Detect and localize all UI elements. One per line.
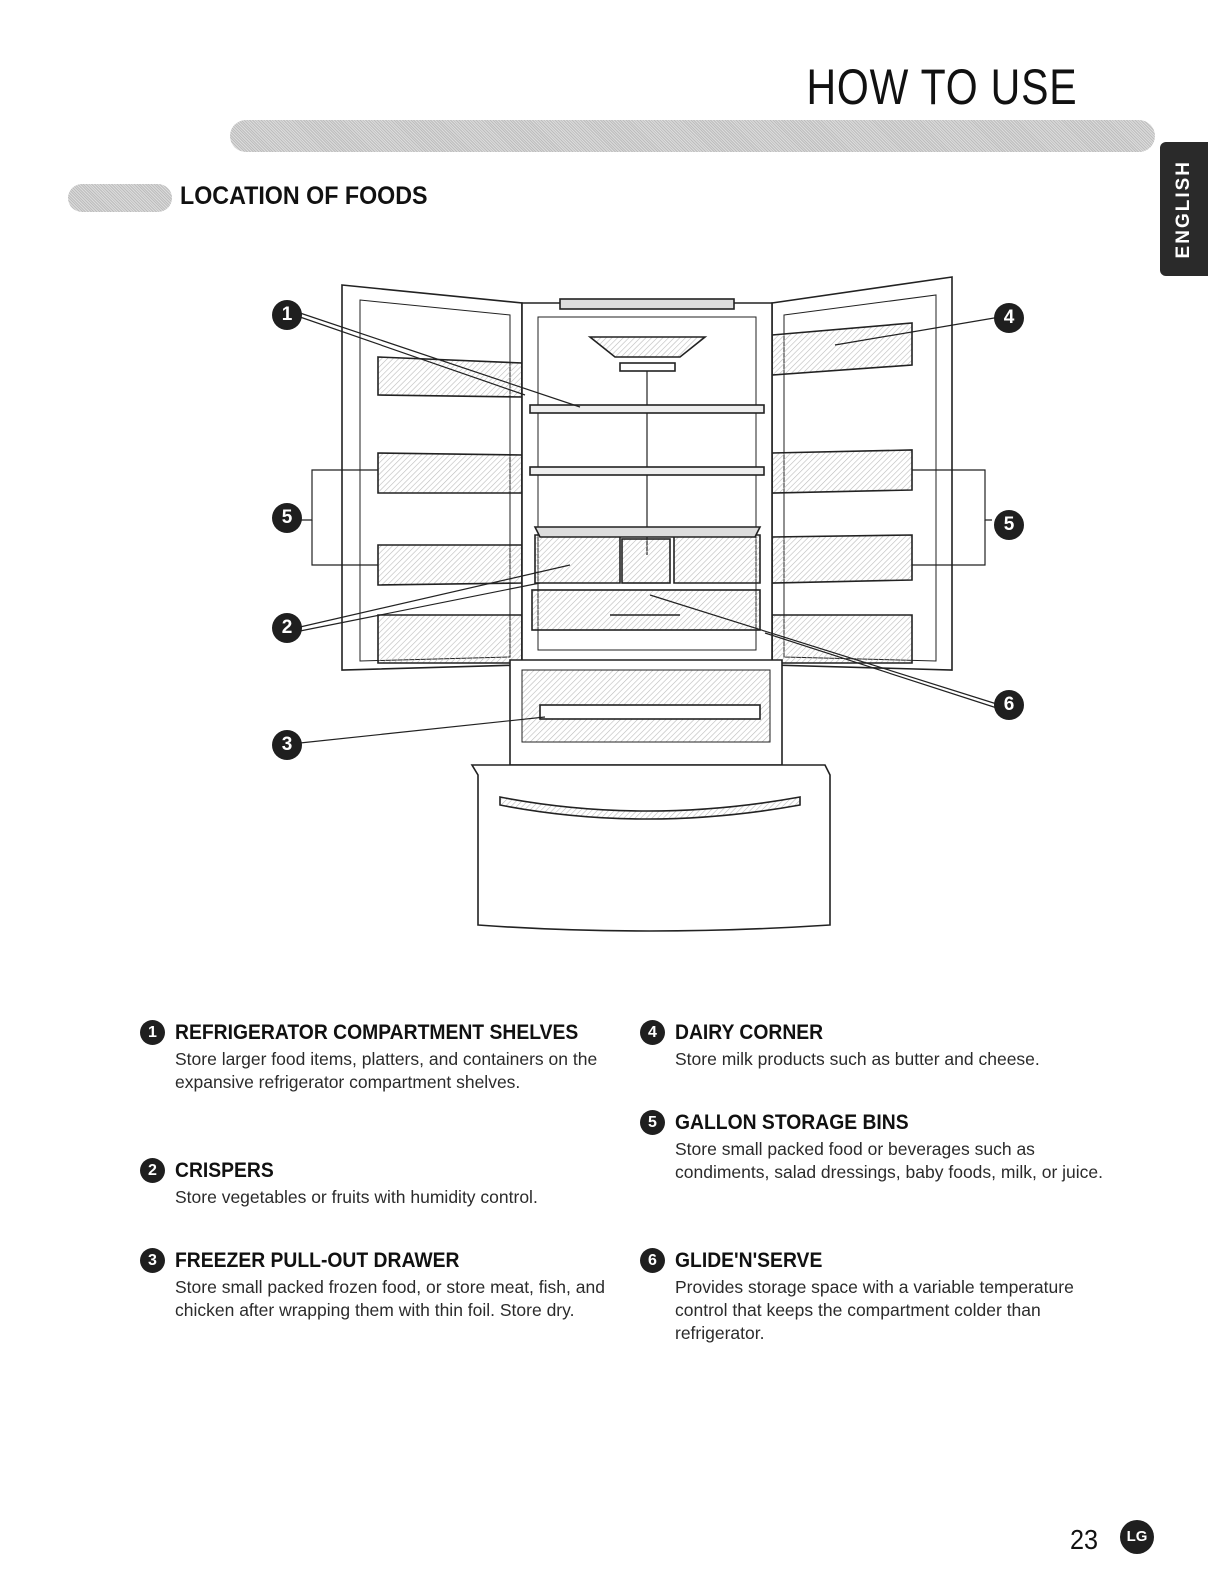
item-crispers: 2 CRISPERS Store vegetables or fruits wi… xyxy=(140,1158,610,1209)
item-number-badge: 1 xyxy=(140,1020,165,1045)
item-description: Store small packed food or beverages suc… xyxy=(675,1139,1103,1182)
language-tab-label: ENGLISH xyxy=(1173,159,1194,259)
language-tab: ENGLISH xyxy=(1160,142,1208,276)
item-description: Provides storage space with a variable t… xyxy=(675,1277,1074,1343)
item-number-badge: 2 xyxy=(140,1158,165,1183)
item-title: REFRIGERATOR COMPARTMENT SHELVES xyxy=(175,1020,579,1044)
callout-3: 3 xyxy=(272,730,302,760)
item-title: CRISPERS xyxy=(175,1158,274,1182)
item-title: DAIRY CORNER xyxy=(675,1020,824,1044)
right-door-bins xyxy=(771,322,913,664)
item-number-badge: 5 xyxy=(640,1110,665,1135)
item-number-badge: 6 xyxy=(640,1248,665,1273)
header-bar xyxy=(230,120,1155,152)
section-title: LOCATION OF FOODS xyxy=(180,182,428,210)
item-title: FREEZER PULL-OUT DRAWER xyxy=(175,1248,460,1272)
item-description: Store small packed frozen food, or store… xyxy=(175,1277,605,1320)
item-title: GLIDE'N'SERVE xyxy=(675,1248,823,1272)
item-gallon-bins: 5 GALLON STORAGE BINS Store small packed… xyxy=(640,1110,1110,1184)
callout-5-right: 5 xyxy=(994,510,1024,540)
callout-1: 1 xyxy=(272,300,302,330)
glide-n-serve-drawer xyxy=(531,589,761,631)
page-number: 23 xyxy=(1070,1524,1099,1555)
callout-5-left: 5 xyxy=(272,503,302,533)
freezer-handle xyxy=(499,796,801,820)
item-description: Store larger food items, platters, and c… xyxy=(175,1049,598,1092)
callout-4: 4 xyxy=(994,303,1024,333)
item-number-badge: 3 xyxy=(140,1248,165,1273)
item-freezer-drawer: 3 FREEZER PULL-OUT DRAWER Store small pa… xyxy=(140,1248,610,1322)
item-description: Store vegetables or fruits with humidity… xyxy=(175,1187,538,1207)
item-number-badge: 4 xyxy=(640,1020,665,1045)
item-refrigerator-shelves: 1 REFRIGERATOR COMPARTMENT SHELVES Store… xyxy=(140,1020,610,1094)
shelves xyxy=(529,404,765,476)
callout-2: 2 xyxy=(272,613,302,643)
leader-lines xyxy=(298,312,1001,744)
page-title: HOW TO USE xyxy=(806,59,1077,115)
section-marker xyxy=(68,184,172,212)
lg-logo-icon: LG xyxy=(1120,1520,1154,1554)
freezer-drawer xyxy=(470,764,831,932)
crisper-drawers xyxy=(533,526,762,584)
item-title: GALLON STORAGE BINS xyxy=(675,1110,909,1134)
refrigerator-diagram xyxy=(298,276,1001,932)
item-description: Store milk products such as butter and c… xyxy=(675,1049,1040,1069)
callout-6: 6 xyxy=(994,690,1024,720)
left-door-bins xyxy=(377,356,523,664)
item-dairy-corner: 4 DAIRY CORNER Store milk products such … xyxy=(640,1020,1110,1071)
item-glide-n-serve: 6 GLIDE'N'SERVE Provides storage space w… xyxy=(640,1248,1110,1345)
